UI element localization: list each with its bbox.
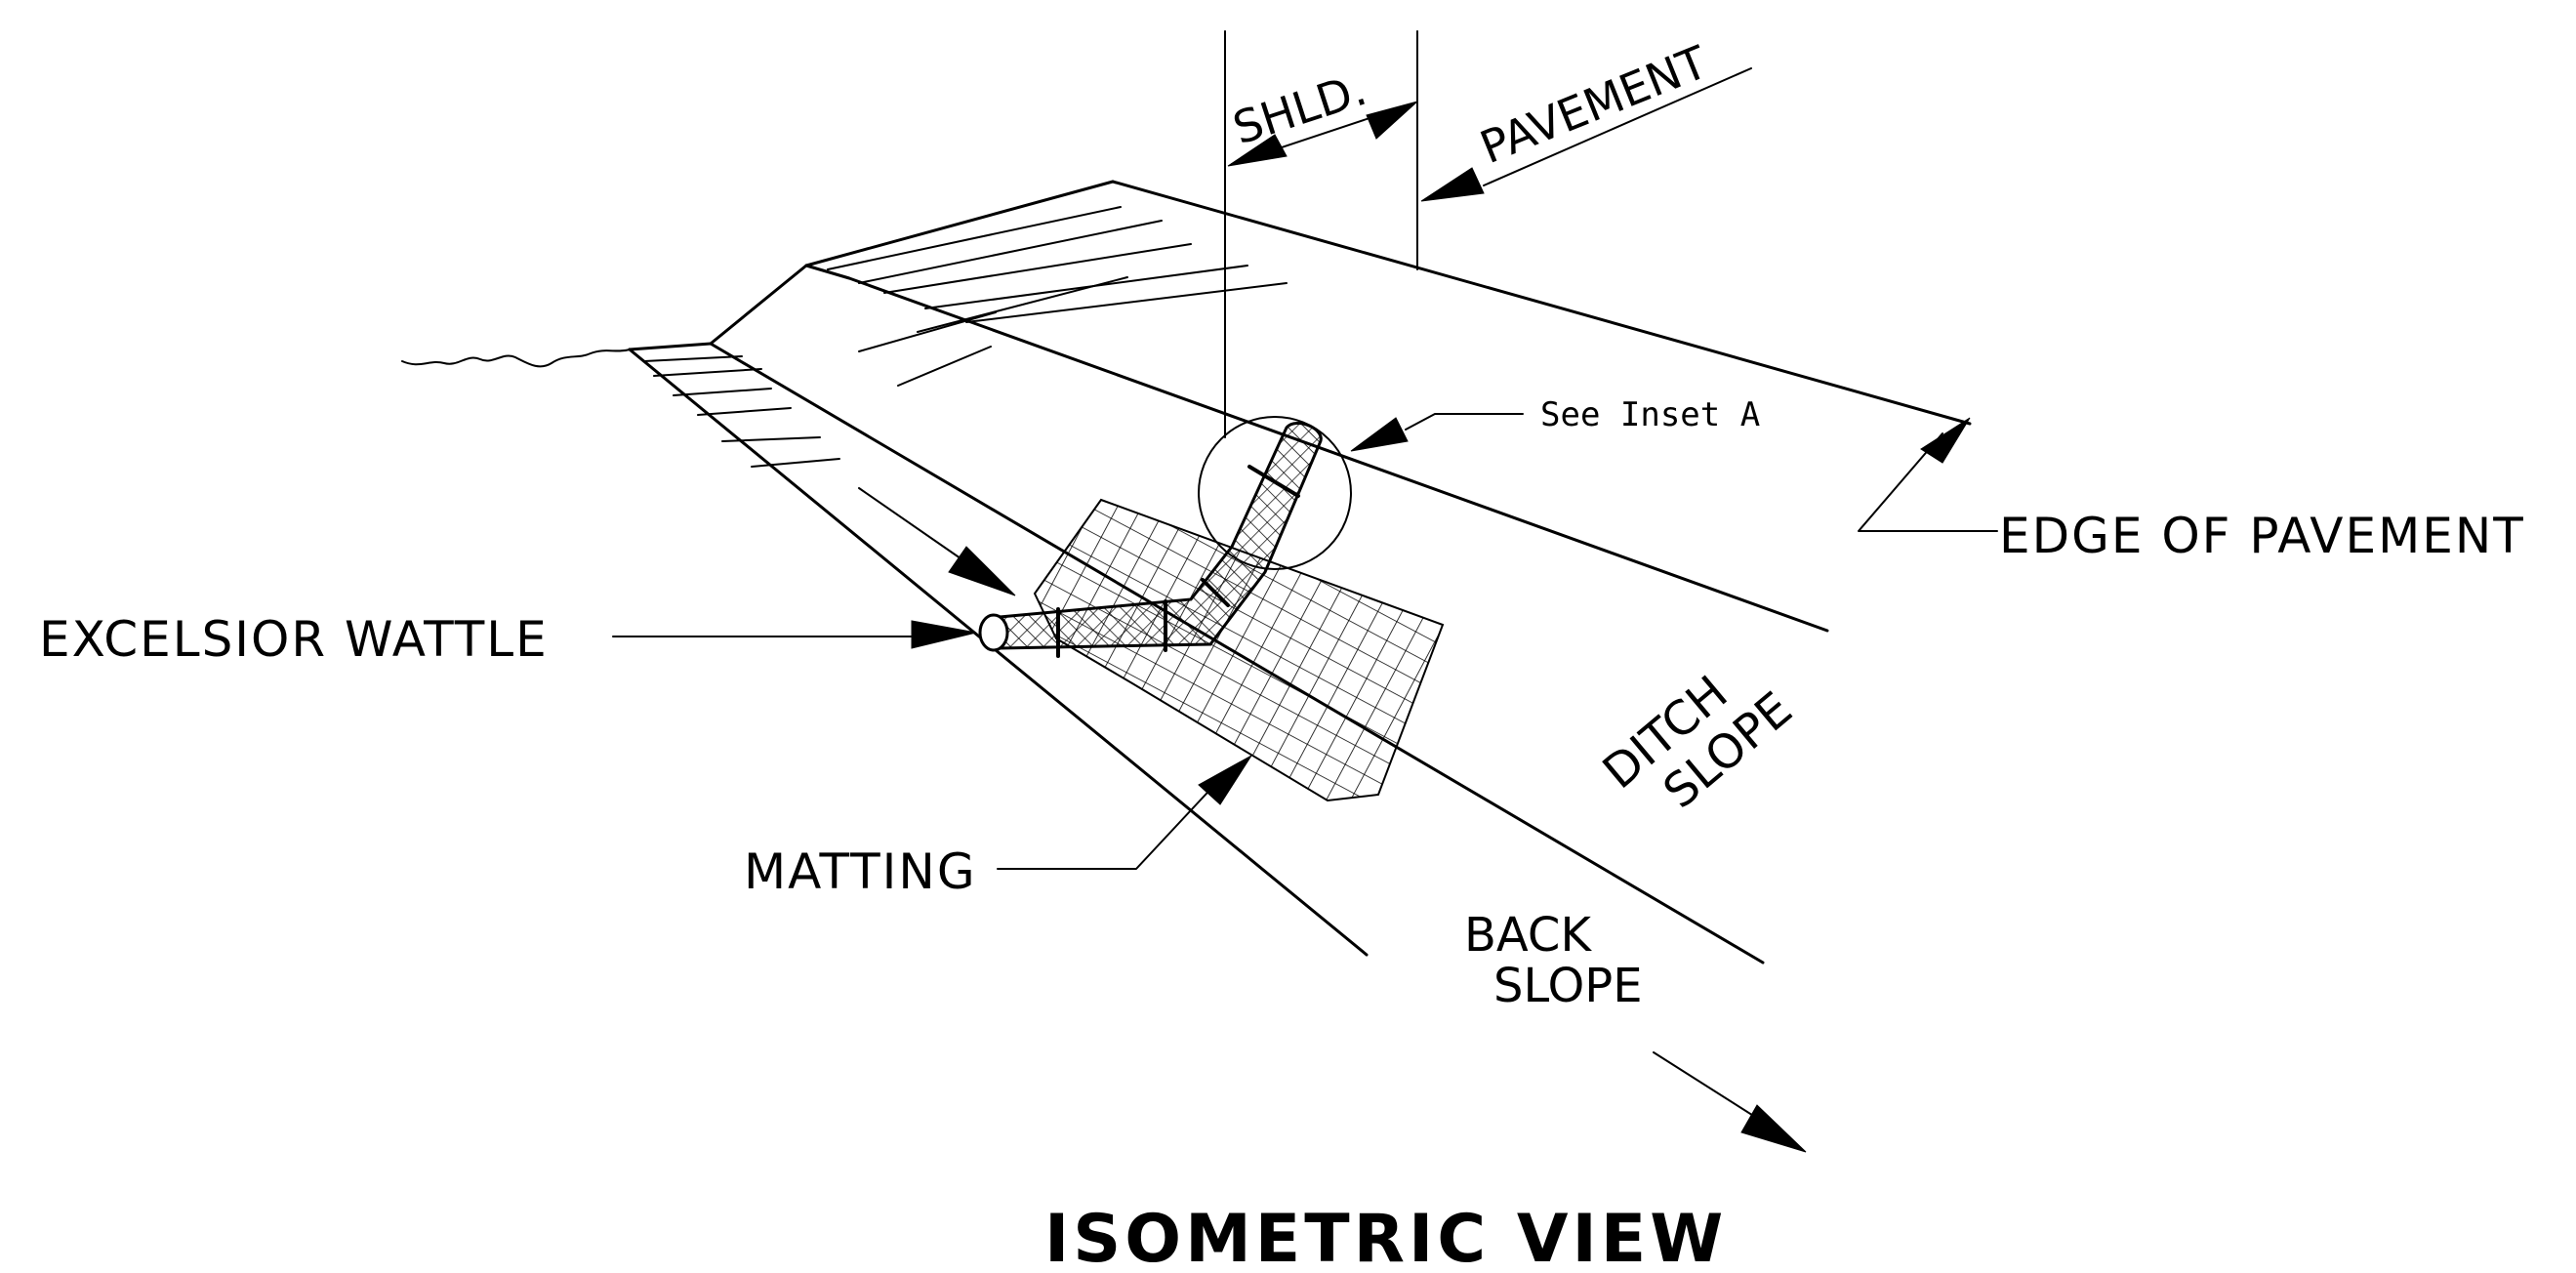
pavement-hatching <box>643 206 1288 468</box>
excelsior-wattle <box>978 422 1323 658</box>
pavement-label: PAVEMENT <box>1473 35 1715 174</box>
back-slope-word: SLOPE <box>1493 959 1643 1013</box>
excelsior-wattle-label: EXCELSIOR WATTLE <box>39 611 549 668</box>
drawing-title: ISOMETRIC VIEW <box>1044 1201 1727 1273</box>
edge-of-pavement-callout: EDGE OF PAVEMENT <box>1858 417 2525 564</box>
natural-ground-line <box>401 349 631 368</box>
back-label: BACK <box>1464 908 1592 963</box>
pavement-callout: PAVEMENT <box>1420 35 1752 202</box>
back-slope-label: BACK SLOPE <box>1464 908 1643 1013</box>
ditch-slope-label: DITCH SLOPE <box>1593 666 1803 820</box>
edge-of-pavement-label: EDGE OF PAVEMENT <box>1999 508 2525 564</box>
see-inset-callout: See Inset A <box>1350 395 1760 452</box>
shoulder-dimension: SHLD. <box>1224 30 1418 438</box>
matting-label: MATTING <box>744 843 977 900</box>
flow-arrow-lower <box>1653 1051 1807 1153</box>
excelsior-wattle-callout: EXCELSIOR WATTLE <box>39 611 977 668</box>
flow-arrow-upper <box>858 487 1016 596</box>
matting-callout: MATTING <box>744 755 1252 900</box>
inset-circle <box>1198 416 1352 570</box>
see-inset-label: See Inset A <box>1540 395 1760 434</box>
